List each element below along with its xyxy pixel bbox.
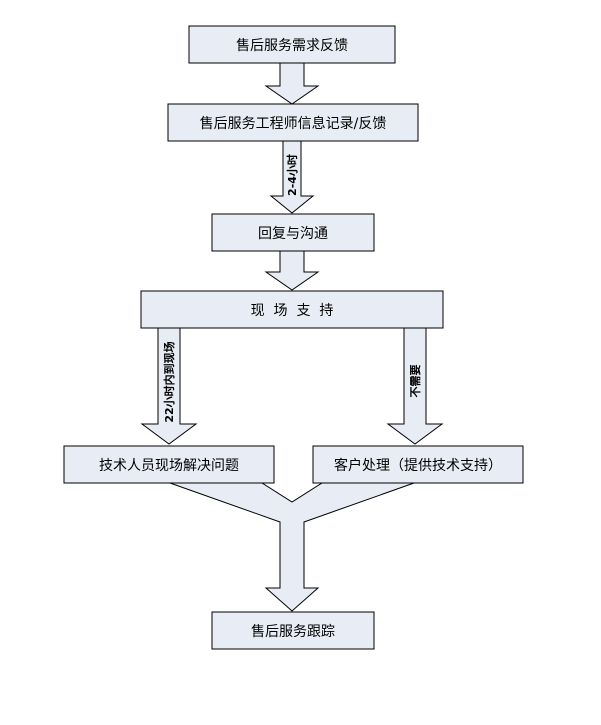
label-not-needed: 不需要 bbox=[409, 365, 422, 398]
box-engineer-record: 售后服务工程师信息记录/反馈 bbox=[167, 103, 419, 142]
arrow-2-down bbox=[269, 140, 315, 214]
box-request-feedback-label: 售后服务需求反馈 bbox=[236, 38, 348, 54]
arrow-left-branch bbox=[140, 327, 198, 445]
box-after-sales-tracking: 售后服务跟踪 bbox=[211, 611, 375, 650]
box-tech-staff-onsite: 技术人员现场解决问题 bbox=[63, 445, 275, 484]
box-request-feedback: 售后服务需求反馈 bbox=[188, 25, 396, 64]
arrow-3-down bbox=[264, 250, 320, 291]
box-reply-communicate-label: 回复与沟通 bbox=[258, 225, 328, 242]
box-reply-communicate: 回复与沟通 bbox=[211, 213, 375, 252]
arrow-merge bbox=[169, 482, 415, 612]
arrow-1-down bbox=[264, 62, 320, 105]
arrow-right-branch bbox=[386, 327, 444, 445]
box-tech-staff-onsite-label: 技术人员现场解决问题 bbox=[99, 458, 239, 474]
label-22-hours-onsite: 22小时内到现场 bbox=[162, 341, 176, 422]
box-customer-handle-label: 客户处理（提供技术支持） bbox=[334, 457, 502, 474]
box-customer-handle: 客户处理（提供技术支持） bbox=[312, 445, 524, 484]
label-2-4-hours: 2-4小时 bbox=[285, 154, 299, 196]
box-onsite-support-label: 现 场 支 持 bbox=[251, 303, 334, 319]
box-onsite-support: 现 场 支 持 bbox=[140, 290, 444, 329]
box-engineer-record-label: 售后服务工程师信息记录/反馈 bbox=[200, 115, 387, 132]
box-after-sales-tracking-label: 售后服务跟踪 bbox=[251, 624, 335, 640]
